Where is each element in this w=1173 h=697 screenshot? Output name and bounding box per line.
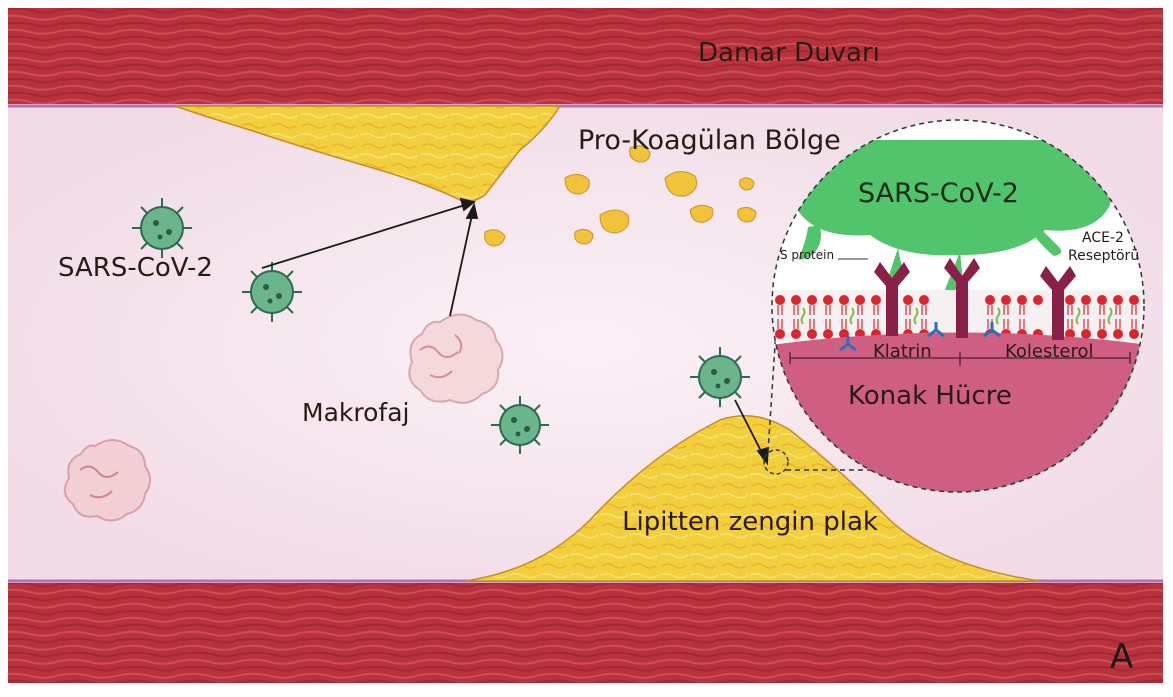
plaque-label: Lipitten zengin plak [600, 505, 900, 540]
macrophage-label: Makrofaj [302, 400, 409, 425]
clathrin-label: Klatrin [873, 343, 932, 361]
virus-particle-1 [132, 198, 192, 258]
procoagulant-label: Pro-Koagülan Bölge [578, 127, 841, 154]
virus-particle-4 [690, 347, 750, 407]
virus-label: SARS-CoV-2 [58, 255, 213, 281]
ace2-label: ACE-2 Reseptörü [1068, 230, 1138, 265]
virus-particle-2 [242, 262, 302, 322]
inset-virus-label: SARS-CoV-2 [858, 180, 1019, 207]
panel-letter: A [1110, 640, 1133, 674]
vessel-wall-label: Damar Duvarı [698, 40, 880, 66]
host-cell-label: Konak Hücre [848, 383, 1012, 409]
vessel-wall-top [8, 8, 1163, 104]
s-protein-label: S protein [780, 249, 834, 261]
vessel-wall-bottom [8, 583, 1163, 683]
cholesterol-label: Kolesterol [1005, 343, 1094, 361]
